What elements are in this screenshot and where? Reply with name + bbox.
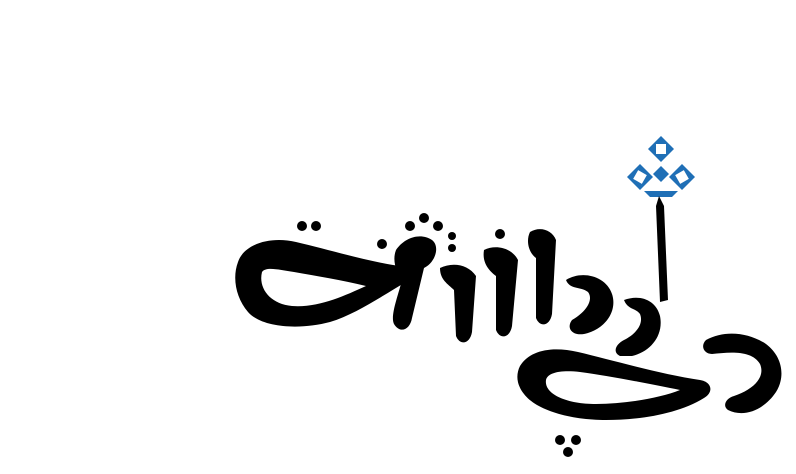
triangular-blue-emblem-icon (627, 136, 695, 197)
